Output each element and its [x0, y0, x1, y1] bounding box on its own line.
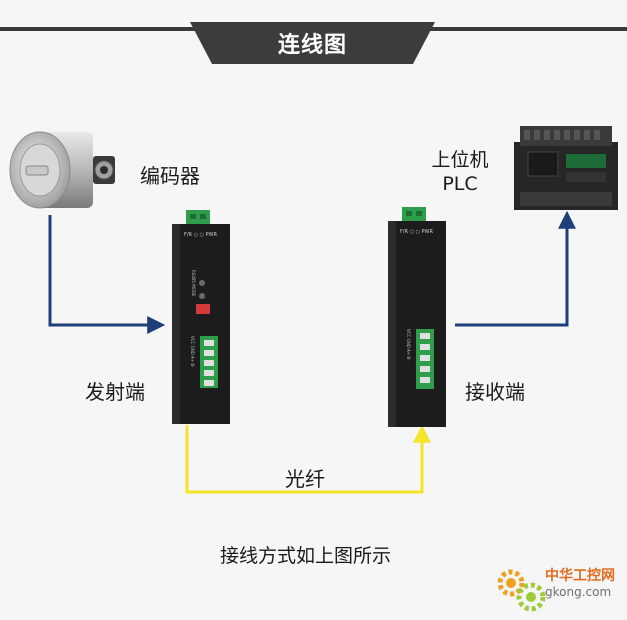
- receiver-device-icon: F/R ○ ○ PWR VCC GND A+ B-: [388, 207, 446, 427]
- fiber-line: [185, 424, 431, 494]
- transmitter-side-text: RS485 MODE: [191, 270, 196, 297]
- fiber-label: 光纤: [285, 467, 325, 491]
- transmitter-label: 发射端: [85, 380, 145, 404]
- watermark-url: gkong.com: [545, 585, 612, 599]
- receiver-top-text: F/R ○ ○ PWR: [400, 229, 433, 235]
- diagram-caption: 接线方式如上图所示: [220, 545, 392, 567]
- receiver-to-plc-line: [455, 210, 576, 327]
- watermark-brand: 中华工控网: [545, 568, 615, 584]
- receiver-label: 接收端: [465, 380, 525, 404]
- plc-label-line2: PLC: [442, 173, 478, 195]
- plc-label-line1: 上位机: [431, 149, 489, 171]
- gear-icon: [497, 569, 546, 612]
- encoder-icon: [9, 131, 115, 209]
- encoder-label: 编码器: [140, 164, 200, 188]
- transmitter-device-icon: F/R ○ ○ PWR RS485 MODE VCC GND A+ B-: [172, 210, 230, 424]
- transmitter-pin-labels: VCC GND A+ B-: [190, 336, 195, 368]
- transmitter-top-text: F/R ○ ○ PWR: [184, 232, 217, 238]
- page-title: 连线图: [190, 22, 435, 64]
- plc-device-icon: [514, 126, 618, 210]
- encoder-to-transmitter-line: [48, 215, 166, 334]
- receiver-pin-labels: VCC GND A+ B-: [406, 329, 411, 361]
